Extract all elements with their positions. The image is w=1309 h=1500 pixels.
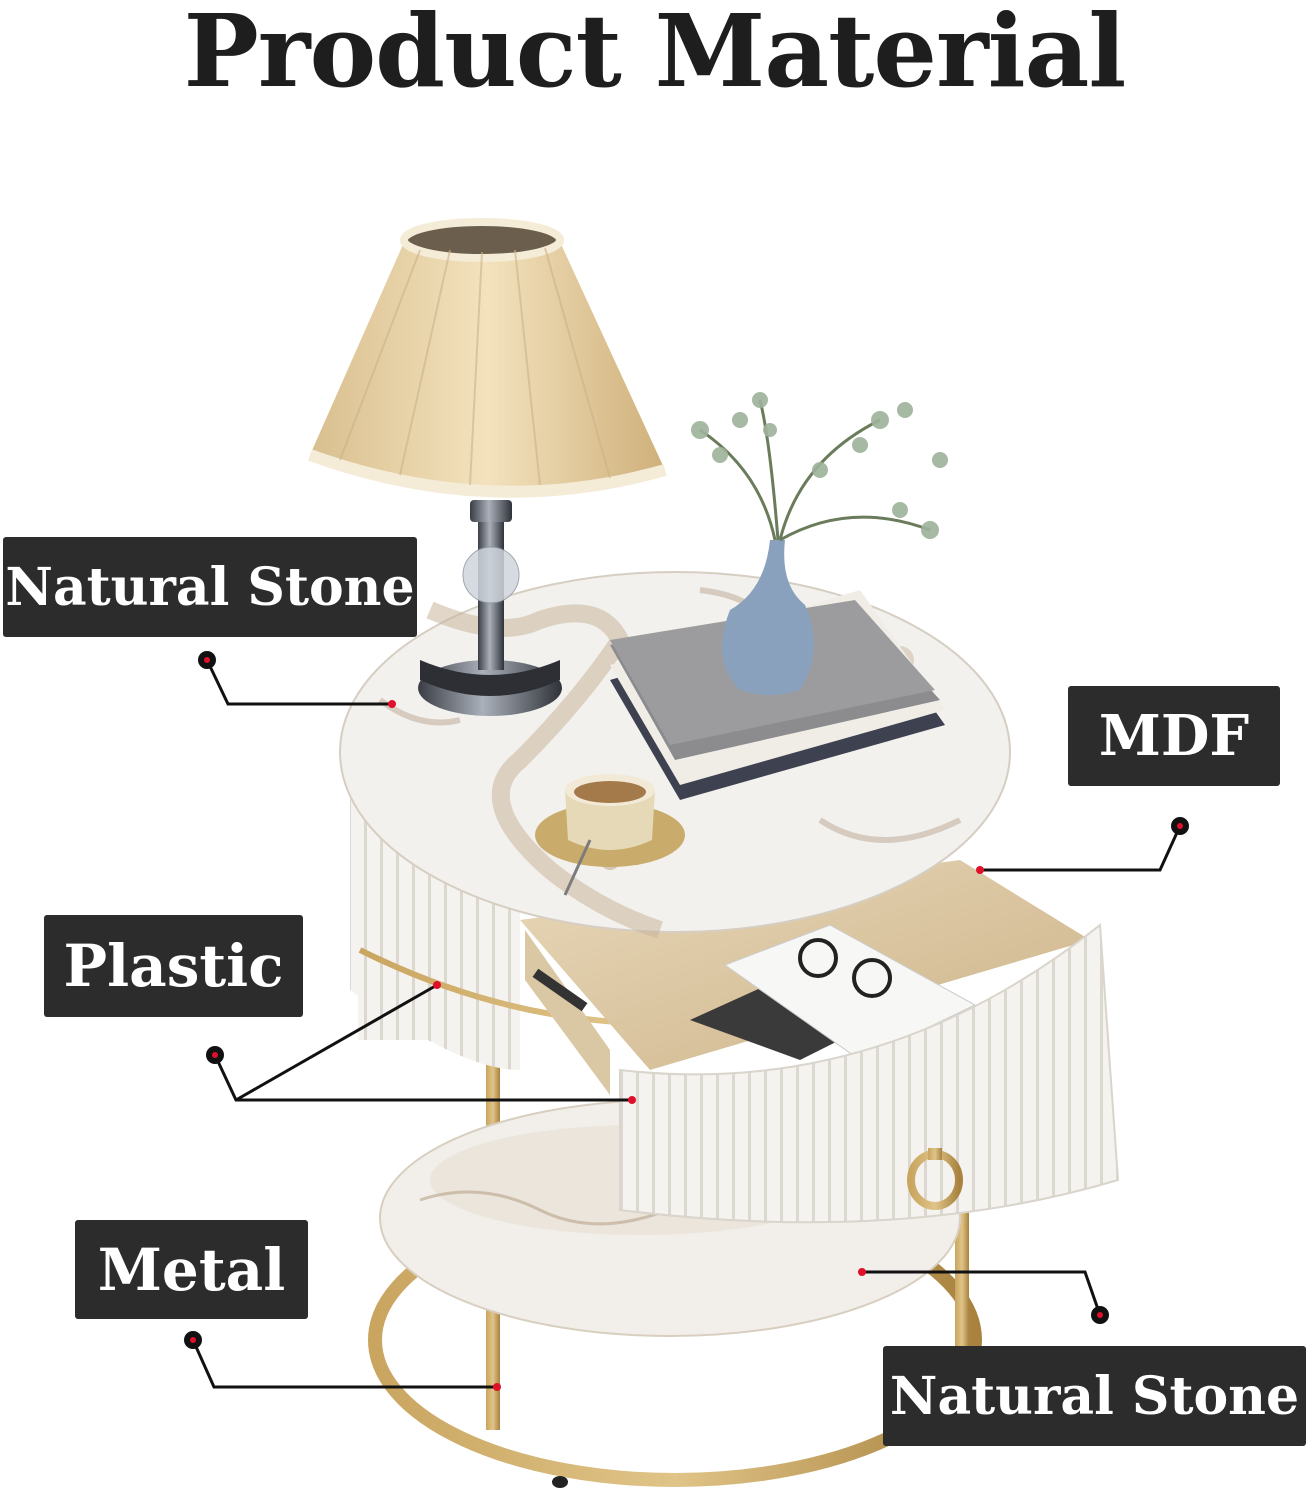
top-books [610,590,945,800]
leader-top-stone [205,659,392,706]
leader-metal [191,1339,497,1389]
label-text: Natural Stone [5,556,415,618]
pointer-dot-metal [184,1331,202,1349]
label-text: Metal [97,1235,286,1304]
pointer-tips [388,700,984,1391]
coffee-cup [535,774,685,896]
vase-with-plant [691,392,948,695]
label-plastic: Plastic [44,915,303,1017]
leader-bottom-stone [862,1270,1102,1316]
leader-lines [191,659,1182,1389]
leader-mdf [980,825,1182,872]
label-text: Natural Stone [889,1365,1300,1427]
label-metal: Metal [75,1220,308,1319]
page-title: Product Material [183,0,1127,110]
pointer-dot-top-stone [198,651,216,669]
label-natural-stone-bottom: Natural Stone [883,1346,1306,1446]
table-lamp [307,218,667,716]
label-mdf: MDF [1068,686,1280,786]
pointer-dot-bottom-stone [1091,1306,1109,1324]
label-natural-stone-top: Natural Stone [3,537,417,637]
label-text: Plastic [63,932,284,1000]
pointer-dot-mdf [1171,817,1189,835]
pointer-dot-plastic [206,1046,224,1064]
drawer-front [619,923,1120,1224]
label-text: MDF [1098,703,1250,769]
drawer-books [690,924,977,1061]
leader-plastic-branch [235,983,438,1102]
